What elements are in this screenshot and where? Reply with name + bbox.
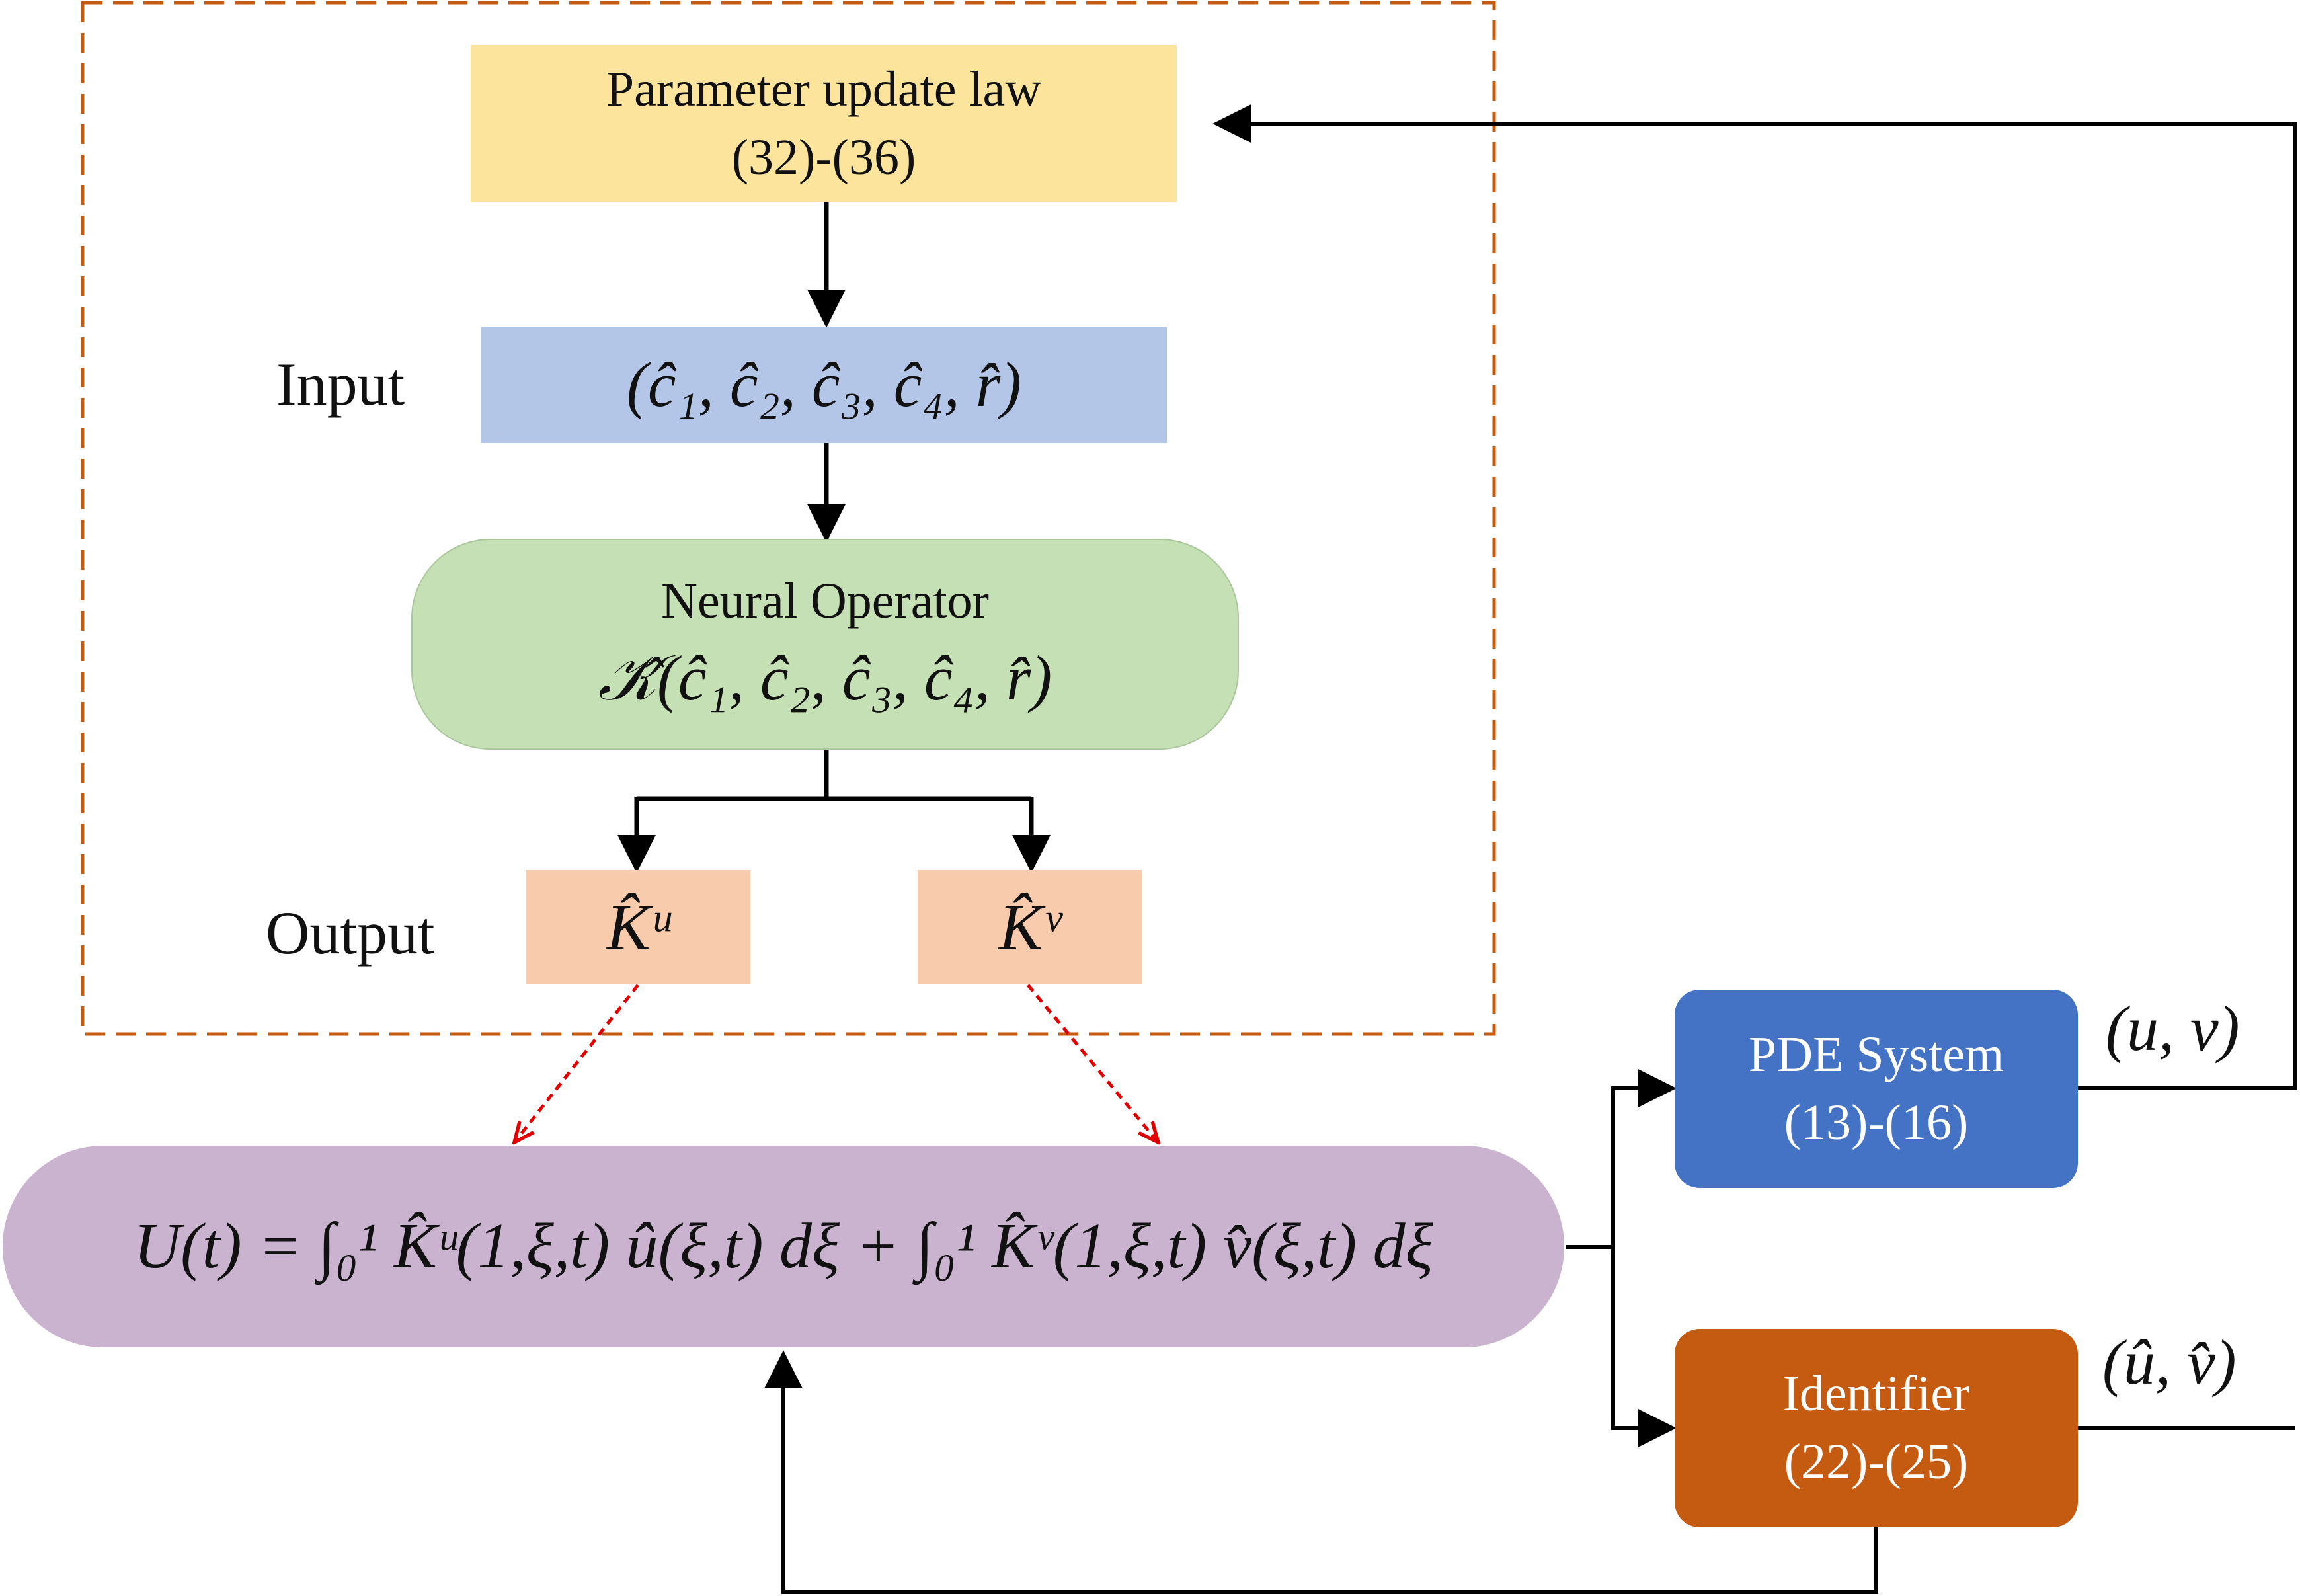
output-ku-expression: K̂ᵘ: [606, 890, 670, 964]
update-law-box: Parameter update law (32)-(36): [471, 45, 1177, 202]
output-kv-box: K̂ᵛ: [918, 870, 1142, 984]
output-label: Output: [266, 899, 435, 967]
update-law-ref: (32)-(36): [731, 130, 916, 185]
identifier-signal-label: (û, v̂): [2102, 1327, 2237, 1398]
control-law-box: U(t) = ∫₀¹ K̂ᵘ(1,ξ,t) û(ξ,t) dξ + ∫₀¹ K̂…: [3, 1146, 1564, 1347]
control-law-expression: U(t) = ∫₀¹ K̂ᵘ(1,ξ,t) û(ξ,t) dξ + ∫₀¹ K̂…: [134, 1211, 1433, 1283]
pde-signal-label: (u, v): [2106, 993, 2240, 1064]
identifier-title: Identifier: [1782, 1366, 1970, 1422]
pde-system-box: PDE System (13)-(16): [1675, 990, 2078, 1188]
input-expression: (ĉ₁, ĉ₂, ĉ₃, ĉ₄, r̂): [626, 349, 1022, 420]
input-box: (ĉ₁, ĉ₂, ĉ₃, ĉ₄, r̂): [481, 327, 1167, 443]
output-kv-expression: K̂ᵛ: [998, 890, 1062, 964]
operator-split-wire: [637, 747, 829, 801]
identifier-to-control-wire: [764, 1350, 1878, 1594]
pde-system-title: PDE System: [1748, 1027, 2004, 1083]
dotted-arrow-ku: [514, 984, 639, 1142]
dotted-arrow-kv: [1027, 984, 1158, 1142]
neural-operator-box: Neural Operator 𝒦̂(ĉ₁, ĉ₂, ĉ₃, ĉ₄, r̂): [411, 539, 1239, 750]
neural-operator-frame: [81, 1, 1496, 1036]
feedback-pde-wire: [1212, 104, 2297, 1090]
identifier-box: Identifier (22)-(25): [1675, 1329, 2078, 1527]
neural-operator-title: Neural Operator: [661, 573, 989, 629]
pde-system-ref: (13)-(16): [1784, 1095, 1969, 1150]
input-label: Input: [276, 350, 405, 418]
neural-operator-expression: 𝒦̂(ĉ₁, ĉ₂, ĉ₃, ĉ₄, r̂): [598, 643, 1052, 713]
update-law-title: Parameter update law: [606, 61, 1042, 118]
output-ku-box: K̂ᵘ: [526, 870, 750, 984]
identifier-ref: (22)-(25): [1784, 1434, 1969, 1490]
